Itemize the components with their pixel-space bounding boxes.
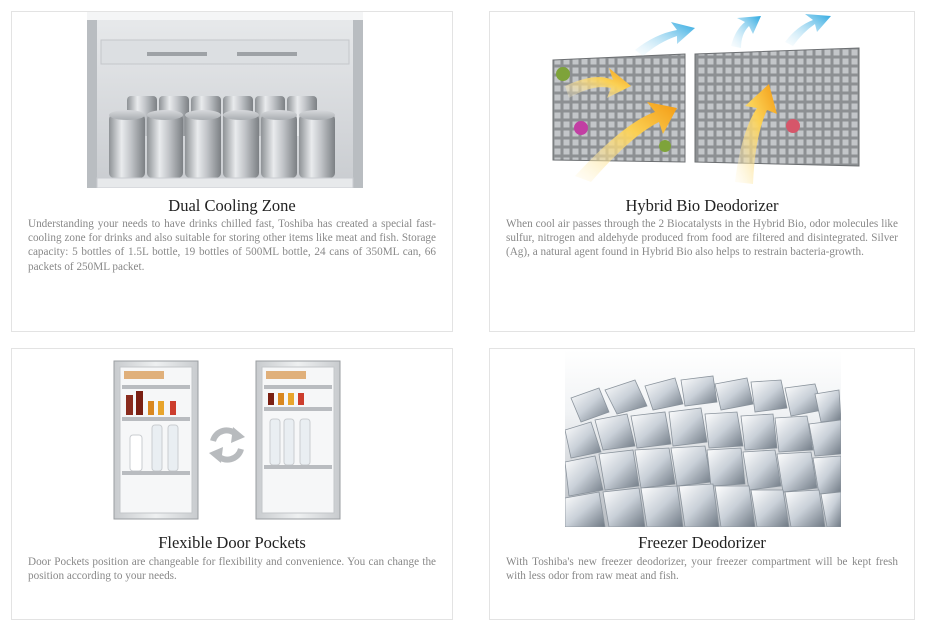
- feature-card-dual-cooling-zone: Dual Cooling Zone Understanding your nee…: [11, 11, 453, 332]
- feature-description: Understanding your needs to have drinks …: [28, 218, 436, 273]
- ice-cubes-icon: [565, 350, 841, 527]
- feature-card-freezer-deodorizer: Freezer Deodorizer With Toshiba's new fr…: [489, 348, 915, 620]
- beverage-cans-shelf-icon: [87, 12, 363, 188]
- door-pockets-swap-icon: [112, 359, 342, 521]
- feature-description: When cool air passes through the 2 Bioca…: [506, 218, 898, 259]
- feature-title: Freezer Deodorizer: [638, 533, 766, 552]
- feature-title: Dual Cooling Zone: [168, 196, 296, 215]
- feature-description: Door Pockets position are changeable for…: [28, 556, 436, 583]
- feature-title: Flexible Door Pockets: [158, 533, 306, 552]
- deodorizer-filter-airflow-icon: [535, 12, 865, 189]
- feature-card-hybrid-bio-deodorizer: Hybrid Bio Deodorizer When cool air pass…: [489, 11, 915, 332]
- feature-card-flexible-door-pockets: Flexible Door Pockets Door Pockets posit…: [11, 348, 453, 620]
- feature-title: Hybrid Bio Deodorizer: [625, 196, 779, 215]
- feature-description: With Toshiba's new freezer deodorizer, y…: [506, 556, 898, 583]
